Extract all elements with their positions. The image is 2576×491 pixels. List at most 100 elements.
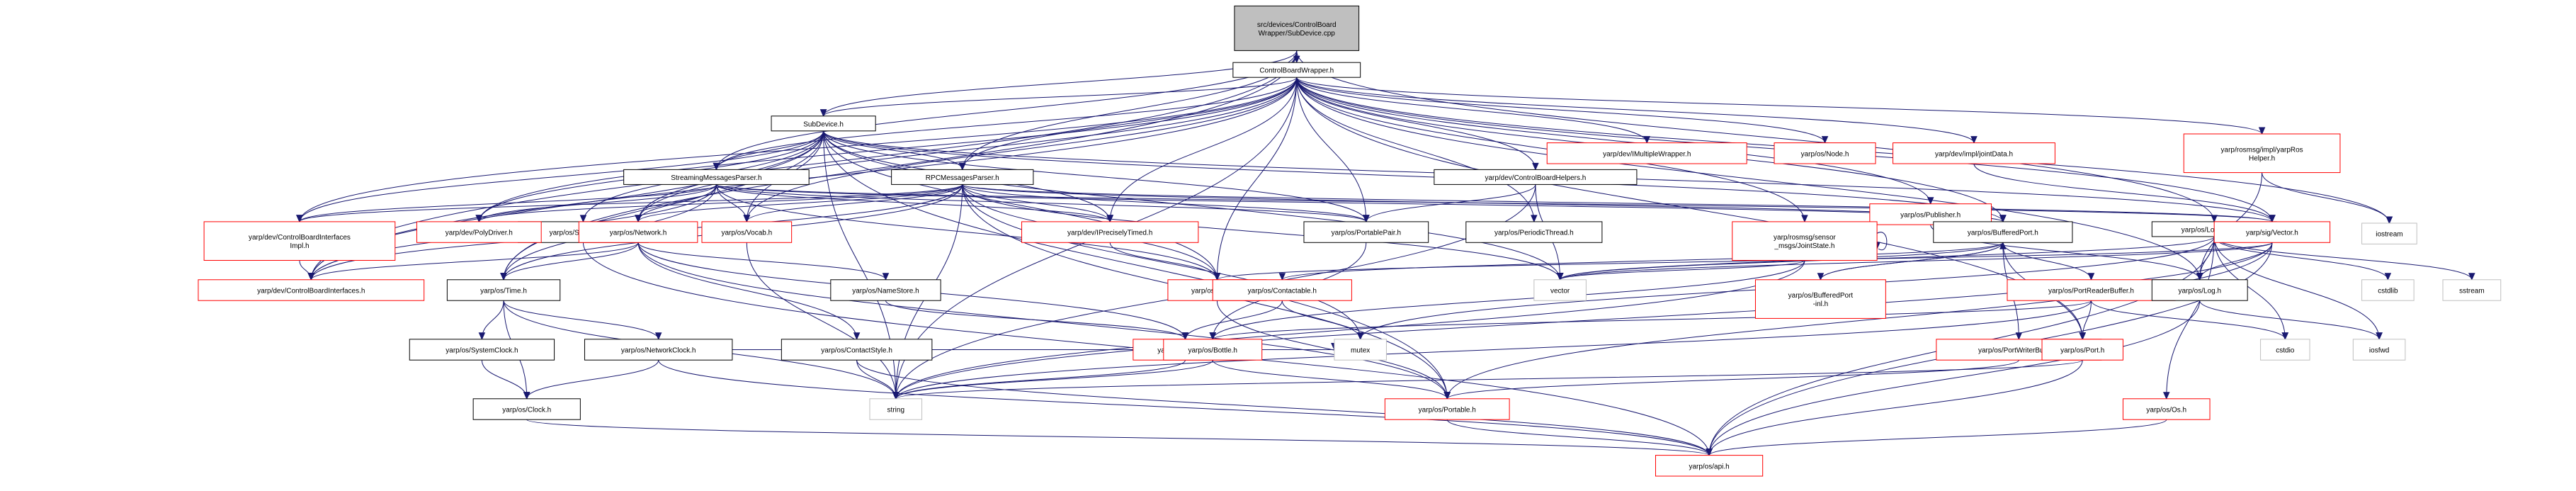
node-bufferedport[interactable]: yarp/os/BufferedPort.h — [1933, 221, 2073, 243]
node-network[interactable]: yarp/os/Network.h — [578, 221, 698, 243]
node-cbw[interactable]: ControlBoardWrapper.h — [1232, 62, 1361, 78]
edge-arrowhead — [892, 392, 900, 400]
node-periodicthread[interactable]: yarp/os/PeriodicThread.h — [1465, 221, 1603, 243]
edge-line — [856, 360, 1710, 456]
edge-cbw-to-jointdata — [1296, 77, 1978, 144]
edge-smp-to-portablepair — [715, 184, 1370, 223]
node-portreader[interactable]: yarp/os/PortReaderBuffer.h — [2007, 279, 2176, 301]
edge-rpc-to-cbiimpl — [296, 184, 963, 223]
edge-network-to-cbinterfaces — [307, 242, 639, 281]
node-imultwrap[interactable]: yarp/dev/IMultipleWrapper.h — [1546, 142, 1747, 164]
node-contactstyle[interactable]: yarp/os/ContactStyle.h — [781, 339, 933, 361]
node-label: yarp/os/Port.h — [2060, 347, 2104, 355]
node-namestore[interactable]: yarp/os/NameStore.h — [830, 279, 941, 301]
edge-rpc-to-network — [635, 184, 963, 223]
node-api[interactable]: yarp/os/api.h — [1655, 455, 1764, 477]
node-label: yarp/dev/PolyDriver.h — [446, 230, 513, 237]
node-box — [1774, 142, 1876, 164]
edge-line — [1296, 77, 2201, 280]
node-ipreciselytimed[interactable]: yarp/dev/IPreciselyTimed.h — [1021, 221, 1199, 243]
node-polydriver[interactable]: yarp/dev/PolyDriver.h — [416, 221, 542, 243]
edge-arrowhead — [1443, 392, 1451, 400]
node-label: yarp/os/NameStore.h — [852, 288, 919, 295]
node-jointstate[interactable]: yarp/rosmsg/sensor_msgs/JointState.h — [1732, 221, 1878, 261]
node-rpc[interactable]: RPCMessagesParser.h — [891, 169, 1034, 185]
node-label: string — [887, 407, 904, 414]
node-box — [2442, 279, 2502, 301]
edge-line — [1446, 242, 2273, 399]
node-box — [771, 115, 876, 132]
node-bottle[interactable]: yarp/os/Bottle.h — [1163, 339, 1263, 361]
node-smp[interactable]: StreamingMessagesParser.h — [623, 169, 810, 185]
node-box — [1893, 142, 2055, 164]
edge-line — [962, 184, 1561, 280]
node-box — [2007, 279, 2176, 301]
edge-line — [1446, 359, 2019, 400]
edge-arrowhead — [2015, 332, 2023, 341]
node-portablepair[interactable]: yarp/os/PortablePair.h — [1303, 221, 1429, 243]
edge-bufferedport-to-contactable — [1278, 242, 2004, 281]
edge-line — [1296, 77, 1975, 143]
node-portable[interactable]: yarp/os/Portable.h — [1384, 398, 1510, 420]
node-box — [2183, 133, 2341, 174]
edge-arrowhead — [1532, 162, 1539, 171]
edge-arrowhead — [1363, 215, 1370, 223]
node-port[interactable]: yarp/os/Port.h — [2041, 339, 2123, 361]
node-label: RPCMessagesParser.h — [926, 174, 999, 182]
edge-line — [478, 184, 717, 222]
node-time[interactable]: yarp/os/Time.h — [446, 279, 561, 301]
edge-arrowhead — [743, 215, 751, 223]
node-clock[interactable]: yarp/os/Clock.h — [472, 398, 581, 420]
edge-line — [895, 359, 1186, 400]
node-label: yarp/os/PortablePair.h — [1332, 230, 1401, 237]
edge-line — [715, 130, 824, 170]
edge-line — [299, 77, 1298, 222]
node-label: yarp/os/NetworkClock.h — [621, 347, 696, 355]
edge-cbhelpers-to-portablepair — [1363, 184, 1536, 223]
edge-line — [2213, 236, 2380, 339]
node-cbhelpers[interactable]: yarp/dev/ControlBoardHelpers.h — [1434, 169, 1638, 185]
edge-line — [1296, 50, 2215, 222]
edge-arrowhead — [1821, 136, 1829, 144]
node-cbinterfaces[interactable]: yarp/dev/ControlBoardInterfaces.h — [198, 279, 425, 301]
edge-portwriter-to-portable — [1443, 359, 2019, 400]
edge-logstream-to-cstdlib — [2213, 236, 2392, 281]
edge-line — [1281, 300, 1361, 339]
node-mutex: mutex — [1334, 339, 1387, 361]
node-node[interactable]: yarp/os/Node.h — [1774, 142, 1876, 164]
node-os[interactable]: yarp/os/Os.h — [2122, 398, 2211, 420]
node-label: yarp/os/Vocab.h — [721, 230, 772, 237]
node-box — [409, 339, 555, 361]
edge-line — [2213, 236, 2388, 280]
edge-jointstate-to-vectorstd — [1556, 260, 1805, 281]
edge-network-to-namestore — [637, 242, 890, 281]
edge-line — [1212, 360, 1448, 399]
node-subdev[interactable]: SubDevice.h — [771, 115, 876, 132]
edge-line — [481, 300, 504, 339]
node-vocab[interactable]: yarp/os/Vocab.h — [701, 221, 793, 243]
node-networkclock[interactable]: yarp/os/NetworkClock.h — [584, 339, 733, 361]
edge-root-to-time — [500, 50, 1298, 281]
edge-arrowhead — [2258, 127, 2266, 135]
edge-logstream-to-sstream — [2213, 236, 2475, 281]
edge-line — [2213, 236, 2473, 280]
node-jointdata[interactable]: yarp/dev/impl/jointData.h — [1893, 142, 2055, 164]
edge-line — [299, 130, 824, 222]
node-publisher[interactable]: yarp/os/Publisher.h — [1869, 203, 1992, 225]
edge-line — [823, 130, 1561, 280]
node-log[interactable]: yarp/os/Log.h — [2151, 279, 2248, 301]
edge-line — [1281, 242, 2004, 281]
node-contactable[interactable]: yarp/os/Contactable.h — [1212, 279, 1352, 301]
node-bufportinl[interactable]: yarp/os/BufferedPort-inl.h — [1754, 279, 1886, 319]
file-nodes: src/devices/ControlBoardWrapper/SubDevic… — [198, 5, 2502, 477]
edge-line — [637, 184, 963, 222]
edge-line — [962, 184, 1361, 339]
node-systemclock[interactable]: yarp/os/SystemClock.h — [409, 339, 555, 361]
edge-line — [1296, 77, 1931, 204]
edge-arrowhead — [882, 273, 890, 281]
node-vector[interactable]: yarp/sig/Vector.h — [2213, 221, 2331, 243]
edge-line — [715, 77, 1298, 170]
node-root[interactable]: src/devices/ControlBoardWrapper/SubDevic… — [1234, 5, 1360, 51]
